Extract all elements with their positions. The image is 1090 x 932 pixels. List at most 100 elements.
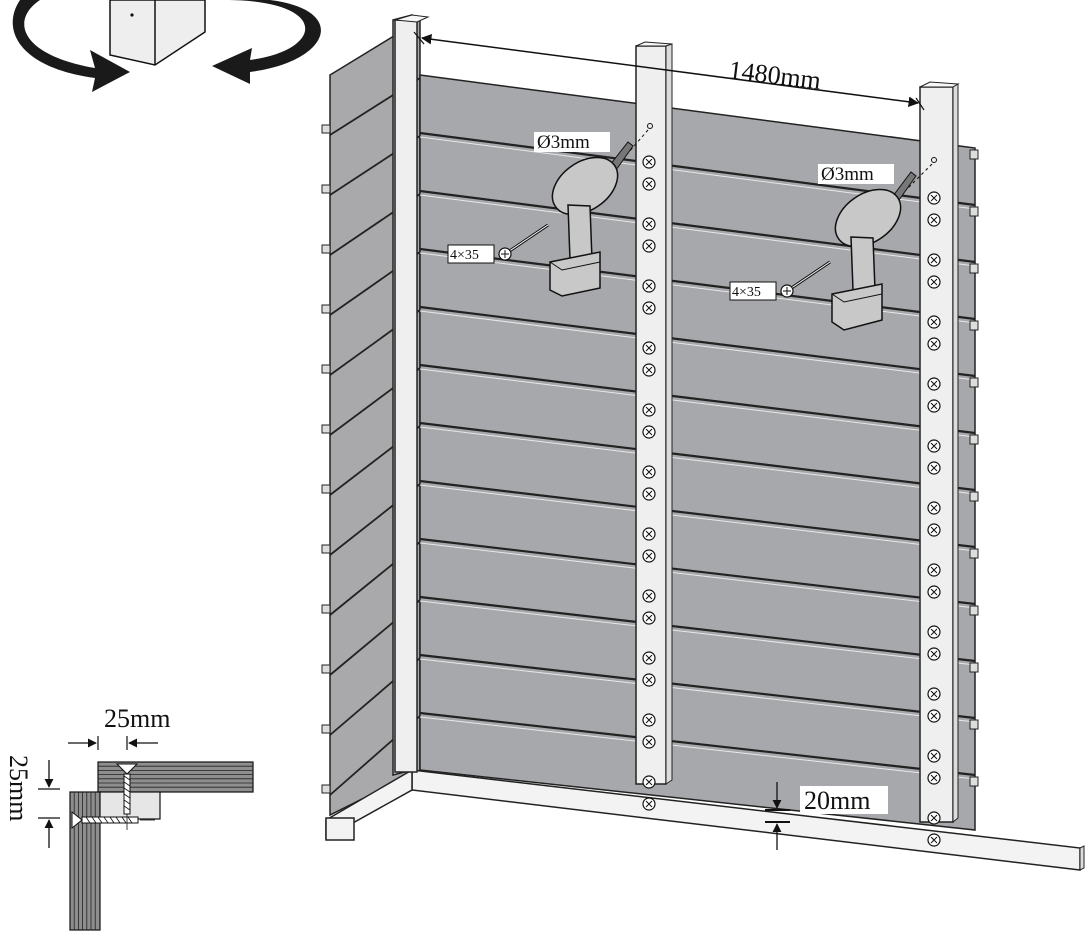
post-spacing-label: 1480mm [727, 55, 822, 95]
board-tongue [969, 719, 979, 730]
board-tongue [969, 320, 979, 331]
drill-icon [549, 141, 634, 297]
board-highlight [419, 310, 976, 381]
board-tongue [969, 662, 979, 673]
screw-cross [645, 428, 653, 436]
screw-cross [930, 836, 938, 844]
screw-cross [645, 738, 653, 746]
screw-cross [645, 716, 653, 724]
board-tongue [969, 776, 979, 787]
screw-cross [645, 592, 653, 600]
screw-cross [930, 380, 938, 388]
screw-cross [930, 588, 938, 596]
board-highlight [419, 716, 976, 780]
corner-post-left [392, 14, 430, 776]
board-highlight [419, 484, 976, 552]
screw-size-label-left: 4×35 [450, 248, 479, 263]
board-tongue [321, 604, 331, 614]
screw-icon [498, 223, 549, 261]
screw-cross [645, 614, 653, 622]
screw-cross [645, 242, 653, 250]
screw-cross [930, 442, 938, 450]
screw-cross [930, 650, 938, 658]
screw-cross [930, 690, 938, 698]
board-highlight [419, 426, 976, 495]
board-seam [419, 305, 976, 378]
board-tongue [969, 434, 979, 445]
screw-cross [930, 318, 938, 326]
board-tongue [321, 364, 331, 374]
board-tongue [321, 724, 331, 734]
drill-right: Ø3mm 4×35 [729, 157, 937, 331]
board-tongue [321, 124, 331, 134]
screw-cross [930, 566, 938, 574]
board-highlight [419, 600, 976, 666]
board-tongue [969, 548, 979, 559]
screw-cross [645, 552, 653, 560]
right-post [919, 81, 960, 847]
corner-detail: 25mm 25mm [4, 704, 254, 931]
screw-cross [645, 654, 653, 662]
board-highlight [419, 658, 976, 723]
screw-cross [645, 490, 653, 498]
dimension-base-gap: 20mm [765, 782, 888, 850]
screw-cross [645, 406, 653, 414]
board-seam [419, 653, 976, 720]
drill-bit-label-right: Ø3mm [821, 164, 874, 185]
board-tongue [969, 377, 979, 388]
screw-cross [645, 800, 653, 808]
board-highlight [419, 368, 976, 438]
screw-cross [930, 526, 938, 534]
screw-cross [645, 220, 653, 228]
board-seam [419, 537, 976, 606]
screw-cross [930, 628, 938, 636]
screw-cross [645, 366, 653, 374]
board-tongue [321, 304, 331, 314]
board-seam [419, 595, 976, 663]
corner-offset-vertical-label: 25mm [4, 755, 33, 821]
board-tongue [321, 784, 331, 794]
drill-icon [831, 171, 917, 331]
board-tongue [969, 605, 979, 616]
wall-panel [419, 74, 979, 831]
board-seam [419, 421, 976, 492]
base-gap-label: 20mm [804, 786, 870, 815]
screw-cross [645, 158, 653, 166]
board-tongue [321, 484, 331, 494]
screw-cross [645, 530, 653, 538]
board-tongue [321, 544, 331, 554]
screw-cross [930, 194, 938, 202]
screw-cross [645, 282, 653, 290]
board-seam [419, 189, 976, 264]
screw-cross [930, 256, 938, 264]
screw-cross [930, 712, 938, 720]
screw-icon [780, 260, 831, 298]
drill-bit-label-left: Ø3mm [537, 132, 590, 153]
board-tongue [321, 424, 331, 434]
board-tongue [969, 149, 979, 160]
board-seam [419, 479, 976, 549]
screw-cross [930, 752, 938, 760]
middle-post [635, 41, 673, 811]
board-tongue [321, 184, 331, 194]
screw-size-label-right: 4×35 [732, 285, 761, 300]
board-tongue [321, 244, 331, 254]
board-highlight [419, 194, 976, 267]
screw-cross [930, 464, 938, 472]
board-seam [419, 711, 976, 777]
screw-cross [645, 344, 653, 352]
screw-cross [930, 774, 938, 782]
screw-cross [645, 778, 653, 786]
screw-cross [645, 468, 653, 476]
board-highlight [419, 542, 976, 609]
board-tongue [969, 206, 979, 217]
board-tongue [321, 664, 331, 674]
screw-cross [645, 180, 653, 188]
corner-offset-horizontal-label: 25mm [104, 704, 170, 733]
screw-cross [930, 814, 938, 822]
board-seam [419, 363, 976, 435]
screw-cross [645, 304, 653, 312]
drill-left: Ø3mm 4×35 [447, 123, 653, 297]
rotate-arrows-icon [12, 0, 321, 92]
